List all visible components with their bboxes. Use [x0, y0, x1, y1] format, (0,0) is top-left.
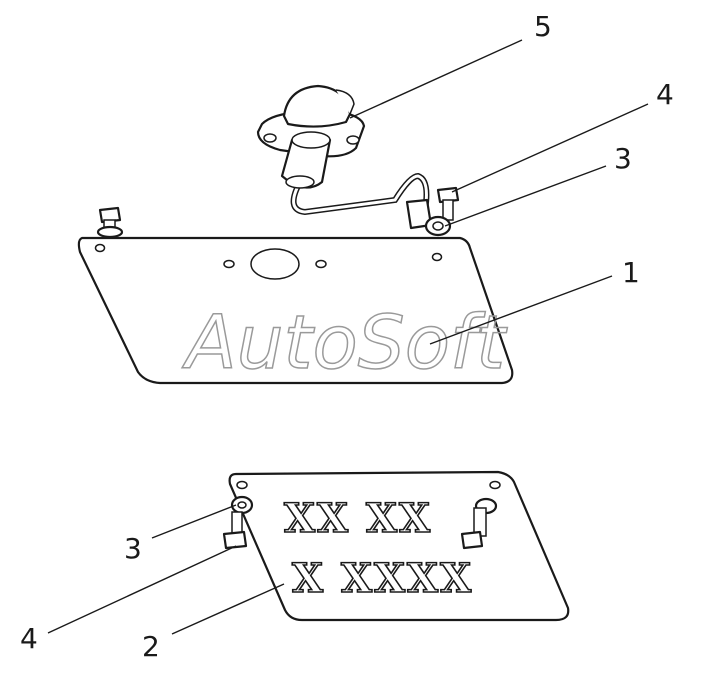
callout-lamp: 5 [534, 10, 552, 43]
upper-bolt [436, 186, 460, 221]
callout-washer-upper: 3 [614, 142, 632, 175]
callout-bolt-upper: 4 [656, 78, 674, 111]
callout-washer-lower: 3 [124, 532, 142, 565]
plate-line-1: XX XX [284, 495, 432, 542]
lower-washer [230, 495, 254, 515]
callout-bolt-lower: 4 [20, 622, 38, 655]
callout-licence-plate: 2 [142, 630, 160, 663]
watermark-text: AutoSoft [182, 300, 508, 386]
plate-line-2: X XXXX [292, 555, 473, 602]
licence-lamp [256, 84, 433, 230]
leader-lines [47, 39, 649, 635]
lower-right-bolt [460, 497, 498, 550]
lower-bolt [222, 511, 248, 550]
licence-plate: XX XX X XXXX [228, 470, 570, 622]
upper-left-bolt [96, 206, 124, 239]
bracket-plate [77, 236, 514, 385]
upper-washer [424, 215, 452, 237]
callout-bracket: 1 [622, 256, 640, 289]
